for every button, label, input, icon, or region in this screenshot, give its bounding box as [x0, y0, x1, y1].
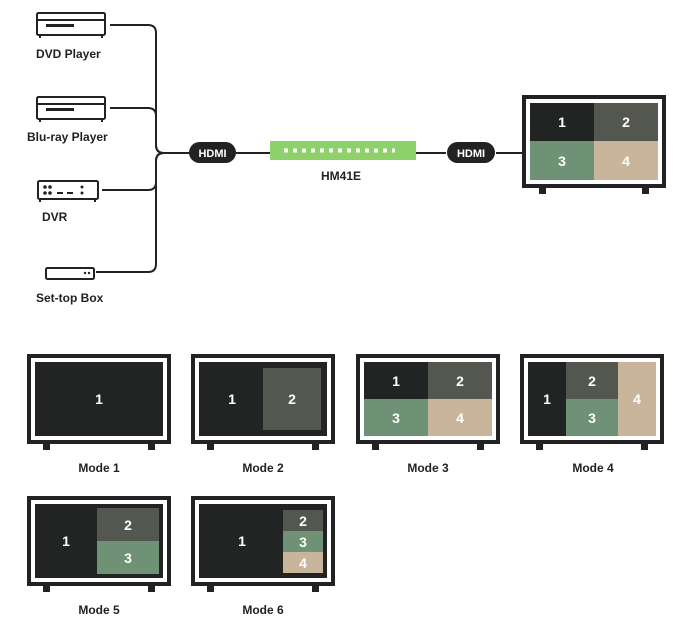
- mode-tile-3: [97, 541, 159, 574]
- display-tile-2: [594, 103, 658, 141]
- device-label: HM41E: [321, 169, 361, 183]
- display-foot: [539, 186, 546, 194]
- source-label-dvr: DVR: [42, 210, 68, 224]
- hdmi-output-pill: HDMI: [447, 142, 495, 163]
- mode-tile-label: 2: [124, 517, 132, 533]
- display-tile-1: [530, 103, 594, 141]
- display-foot: [207, 442, 214, 450]
- mode-1-display: 1: [27, 354, 171, 450]
- mode-tile-label: 1: [392, 373, 400, 389]
- mode-tile-label: 4: [633, 391, 641, 407]
- line-settop-box: [96, 152, 165, 273]
- display-tile-label: 4: [622, 153, 630, 169]
- mode-tile-label: 1: [95, 391, 103, 407]
- mode-tile-label: 4: [456, 410, 464, 426]
- mode-tile-2: [97, 508, 159, 541]
- mode-tile-3: [283, 531, 323, 552]
- hm41e-device: [270, 141, 416, 160]
- mode-tile-label: 2: [288, 391, 296, 407]
- display-foot: [642, 186, 649, 194]
- source-label-bluray-player: Blu-ray Player: [27, 130, 108, 144]
- hdmi-input-label: HDMI: [198, 148, 226, 160]
- mode-tile-label: 2: [299, 513, 307, 529]
- mode-tile-label: 3: [299, 534, 307, 550]
- mode-label: Mode 2: [242, 461, 284, 475]
- dvr-icon: [37, 180, 99, 202]
- mode-tile-label: 1: [228, 391, 236, 407]
- mode-3-display: 1 2 3 4: [356, 354, 500, 450]
- main-display: 1 2 3 4: [522, 95, 666, 194]
- mode-tile-2: [566, 362, 618, 399]
- display-tile-label: 1: [558, 114, 566, 130]
- mode-label: Mode 6: [242, 603, 284, 617]
- mode-tile-label: 2: [588, 373, 596, 389]
- hdmi-input-pill: HDMI: [189, 142, 236, 163]
- bluray-player-icon: [36, 96, 106, 122]
- display-foot: [477, 442, 484, 450]
- settop-box-icon: [45, 267, 95, 280]
- mode-tile-label: 4: [299, 555, 307, 571]
- mode-tile-2: [428, 362, 492, 399]
- display-foot: [536, 442, 543, 450]
- mode-tile-4: [618, 362, 656, 436]
- connection-lines: [96, 24, 526, 273]
- dvd-player-icon: [36, 12, 106, 38]
- mode-tile-label: 3: [588, 410, 596, 426]
- hdmi-output-label: HDMI: [457, 148, 485, 160]
- mode-tile-4: [428, 399, 492, 436]
- line-bluray-player: [110, 107, 165, 154]
- mode-6-display: 1 2 3 4: [191, 496, 335, 592]
- mode-label: Mode 5: [78, 603, 120, 617]
- mode-tile-label: 1: [238, 533, 246, 549]
- line-dvr: [102, 152, 165, 191]
- mode-tile-label: 3: [392, 410, 400, 426]
- display-foot: [148, 584, 155, 592]
- display-tile-3: [530, 141, 594, 180]
- display-foot: [312, 584, 319, 592]
- display-tile-4: [594, 141, 658, 180]
- display-tile-label: 2: [622, 114, 630, 130]
- display-foot: [43, 442, 50, 450]
- display-foot: [148, 442, 155, 450]
- mode-tile-label: 1: [543, 391, 551, 407]
- line-dvd-player: [110, 24, 190, 154]
- display-foot: [372, 442, 379, 450]
- mode-4-display: 1 2 3 4: [520, 354, 664, 450]
- display-foot: [43, 584, 50, 592]
- mode-label: Mode 1: [78, 461, 120, 475]
- source-label-settop-box: Set-top Box: [36, 291, 104, 305]
- source-label-dvd-player: DVD Player: [36, 47, 101, 61]
- mode-label: Mode 3: [407, 461, 449, 475]
- mode-5-display: 1 2 3: [27, 496, 171, 592]
- mode-label: Mode 4: [572, 461, 614, 475]
- mode-2-display: 1 2: [191, 354, 335, 450]
- display-tile-label: 3: [558, 153, 566, 169]
- display-foot: [207, 584, 214, 592]
- mode-tile-label: 3: [124, 550, 132, 566]
- display-foot: [641, 442, 648, 450]
- mode-tile-2: [263, 368, 321, 430]
- mode-tile-label: 2: [456, 373, 464, 389]
- mode-tile-3: [566, 399, 618, 436]
- mode-tile-4: [283, 552, 323, 573]
- mode-tile-label: 1: [62, 533, 70, 549]
- mode-tile-2: [283, 510, 323, 531]
- display-foot: [312, 442, 319, 450]
- mode-tile-3: [364, 399, 428, 436]
